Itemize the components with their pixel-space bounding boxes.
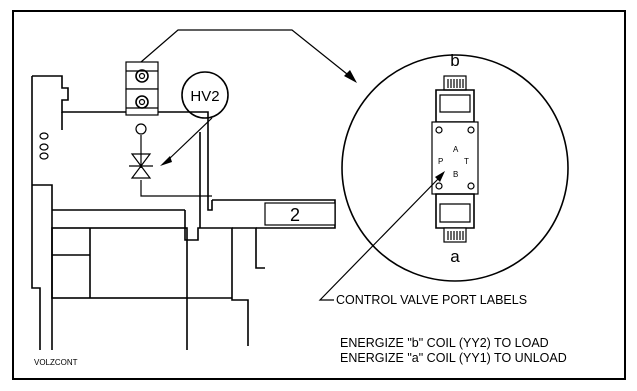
hv2-arrowhead [160,156,172,166]
gauge-icon [135,123,147,135]
figure-id: VOLZCONT [34,358,78,367]
line-2-box [264,202,336,226]
line-number-label: 2 [290,205,300,225]
note-line-2: ENERGIZE "a" COIL (YY1) TO UNLOAD [340,351,567,365]
detail-leader [140,29,353,79]
port-b-label: B [453,170,458,179]
hand-valve-hv2-symbol [129,153,153,179]
port-labels-arrowhead [435,171,445,182]
port-p-label: P [438,157,443,166]
coil-b-label: b [450,51,459,70]
control-valve-port-labels-caption: CONTROL VALVE PORT LABELS [336,293,527,307]
hv2-callout-circle [181,71,229,119]
detail-arrowhead [344,70,357,83]
solenoid-valve-stack [125,61,159,116]
coil-a-label: a [450,247,460,266]
note-line-1: ENERGIZE "b" COIL (YY2) TO LOAD [340,336,549,350]
detail-circle [341,54,569,282]
port-t-label: T [464,157,469,166]
diagram-border [12,10,626,380]
hv2-line [140,180,212,197]
port-a-label: A [453,145,459,154]
hv2-leader [167,117,213,161]
port-labels-leader [318,176,441,301]
machine-body [31,75,336,350]
hv2-label: HV2 [190,88,219,105]
control-valve-body [431,75,479,243]
